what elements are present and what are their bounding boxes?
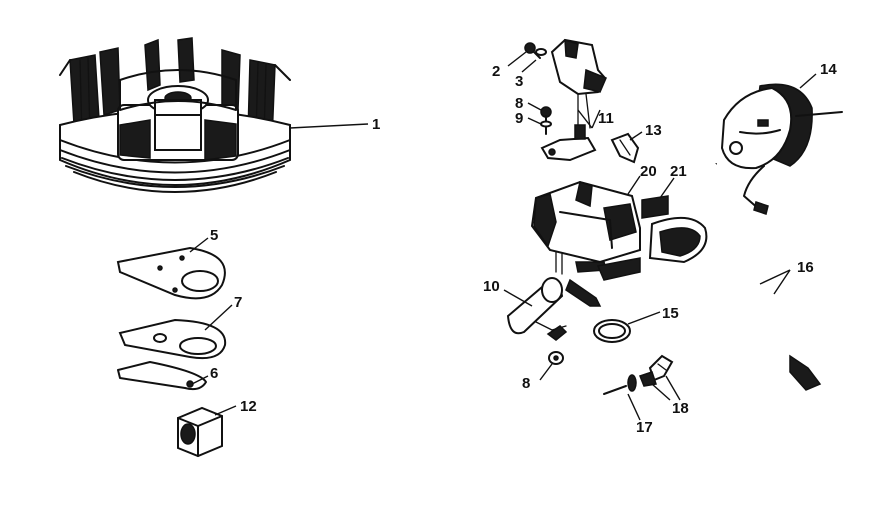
coil-16 xyxy=(720,83,843,215)
ring-15 xyxy=(593,319,631,343)
contact-set-11 xyxy=(540,38,607,162)
label-19: 18 xyxy=(672,400,689,417)
label-9: 9 xyxy=(515,110,523,127)
flywheel xyxy=(59,37,291,193)
label-8: 8 xyxy=(515,95,523,112)
label-3: 3 xyxy=(515,73,523,90)
screw-18 xyxy=(603,374,637,395)
armature-plate-20 xyxy=(530,180,641,281)
nut-10 xyxy=(548,351,564,365)
lead-wire-17 xyxy=(706,162,822,391)
label-6: 6 xyxy=(210,365,218,382)
label-12: 10 xyxy=(483,278,500,295)
clip-19 xyxy=(639,354,674,387)
gasket-5 xyxy=(116,246,226,300)
condenser-12 xyxy=(506,277,602,341)
gasket-7 xyxy=(118,318,227,360)
nut-14 xyxy=(177,406,223,458)
washer-2 xyxy=(535,48,547,56)
gasket-6 xyxy=(117,361,207,391)
label-1: 1 xyxy=(372,116,380,133)
cam-wiper-21 xyxy=(641,195,708,264)
washer-9 xyxy=(540,120,552,128)
label-16: 14 xyxy=(820,61,837,78)
label-17: 16 xyxy=(797,259,814,276)
label-5: 5 xyxy=(210,227,218,244)
label-11: 11 xyxy=(598,110,614,127)
flywheel-ribs xyxy=(59,139,291,193)
label-10: 8 xyxy=(522,375,530,392)
label-18: 17 xyxy=(636,419,653,436)
felt-13 xyxy=(610,132,640,164)
label-2: 2 xyxy=(492,63,500,80)
label-7: 7 xyxy=(234,294,242,311)
label-15: 15 xyxy=(662,305,679,322)
label-21: 21 xyxy=(670,163,687,180)
label-14: 12 xyxy=(240,398,257,415)
label-20: 20 xyxy=(640,163,657,180)
label-13: 13 xyxy=(645,122,662,139)
